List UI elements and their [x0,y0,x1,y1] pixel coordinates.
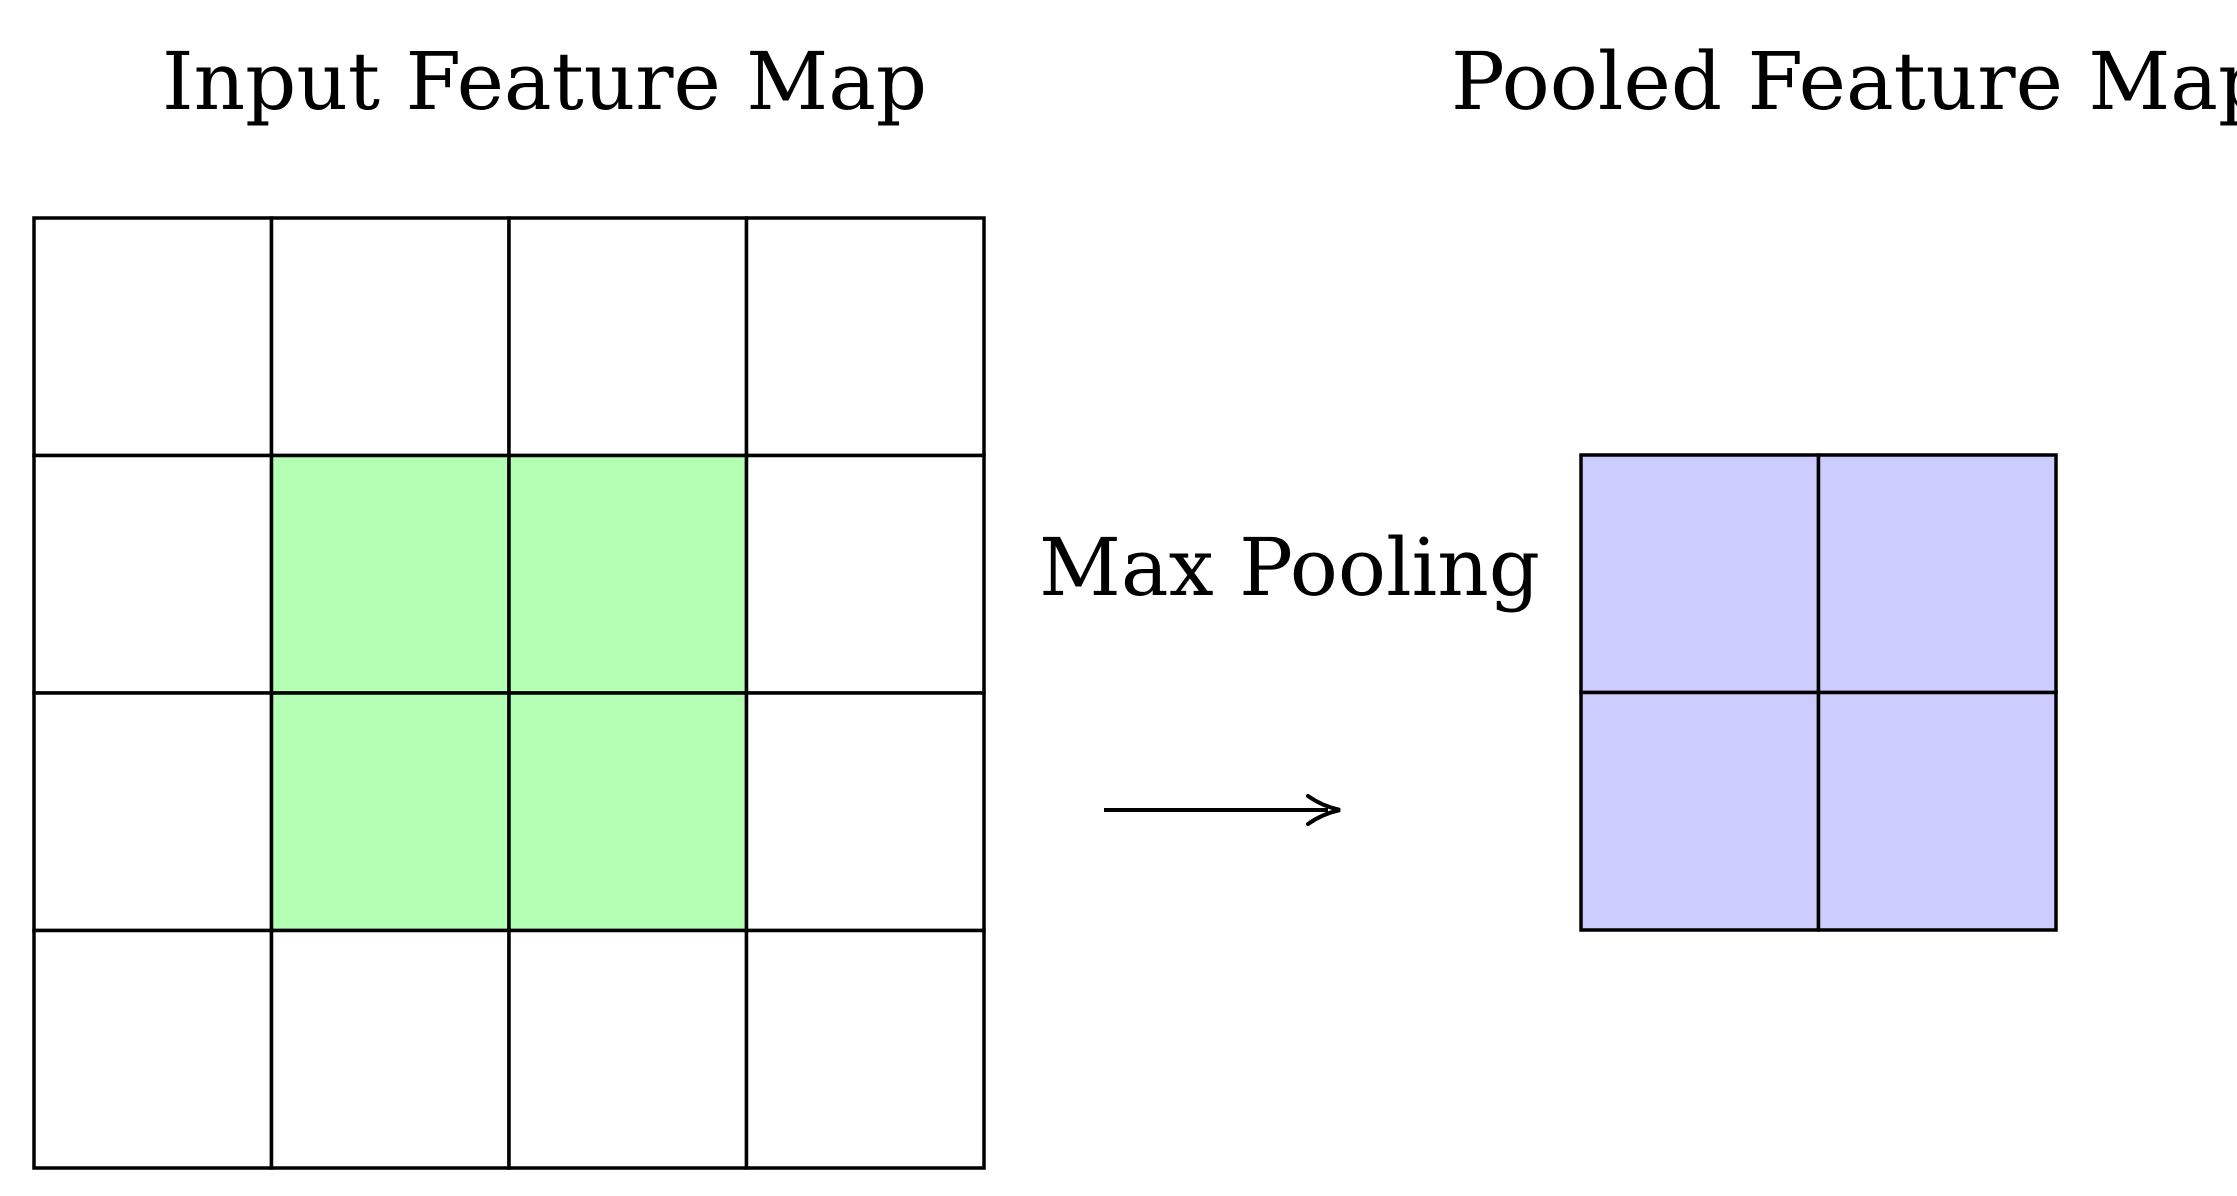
input-cell [32,691,274,933]
max-pooling-label: Max Pooling [1039,521,1540,614]
input-cell [744,453,986,695]
right-arrow-icon [1104,794,1341,826]
pooled-cell [1816,690,2058,932]
pooled-feature-map-title: Pooled Feature Map [1451,35,2237,128]
pooling-window-cell [507,453,749,695]
pooled-cell [1816,453,2058,695]
input-cell [269,216,511,458]
input-cell [507,216,749,458]
input-cell [32,216,274,458]
pooled-cell [1579,453,1821,695]
input-cell [269,928,511,1170]
input-feature-map-title: Input Feature Map [162,35,928,128]
input-cell [744,216,986,458]
input-cell [507,928,749,1170]
pooling-window-cell [269,691,511,933]
input-cell [744,928,986,1170]
input-cell [744,691,986,933]
pooling-window-cell [269,453,511,695]
input-cell [32,453,274,695]
input-cell [32,928,274,1170]
pooled-feature-map-grid [1579,453,2058,932]
pooling-window-cell [507,691,749,933]
pooled-cell [1579,690,1821,932]
input-feature-map-grid [32,216,986,1170]
